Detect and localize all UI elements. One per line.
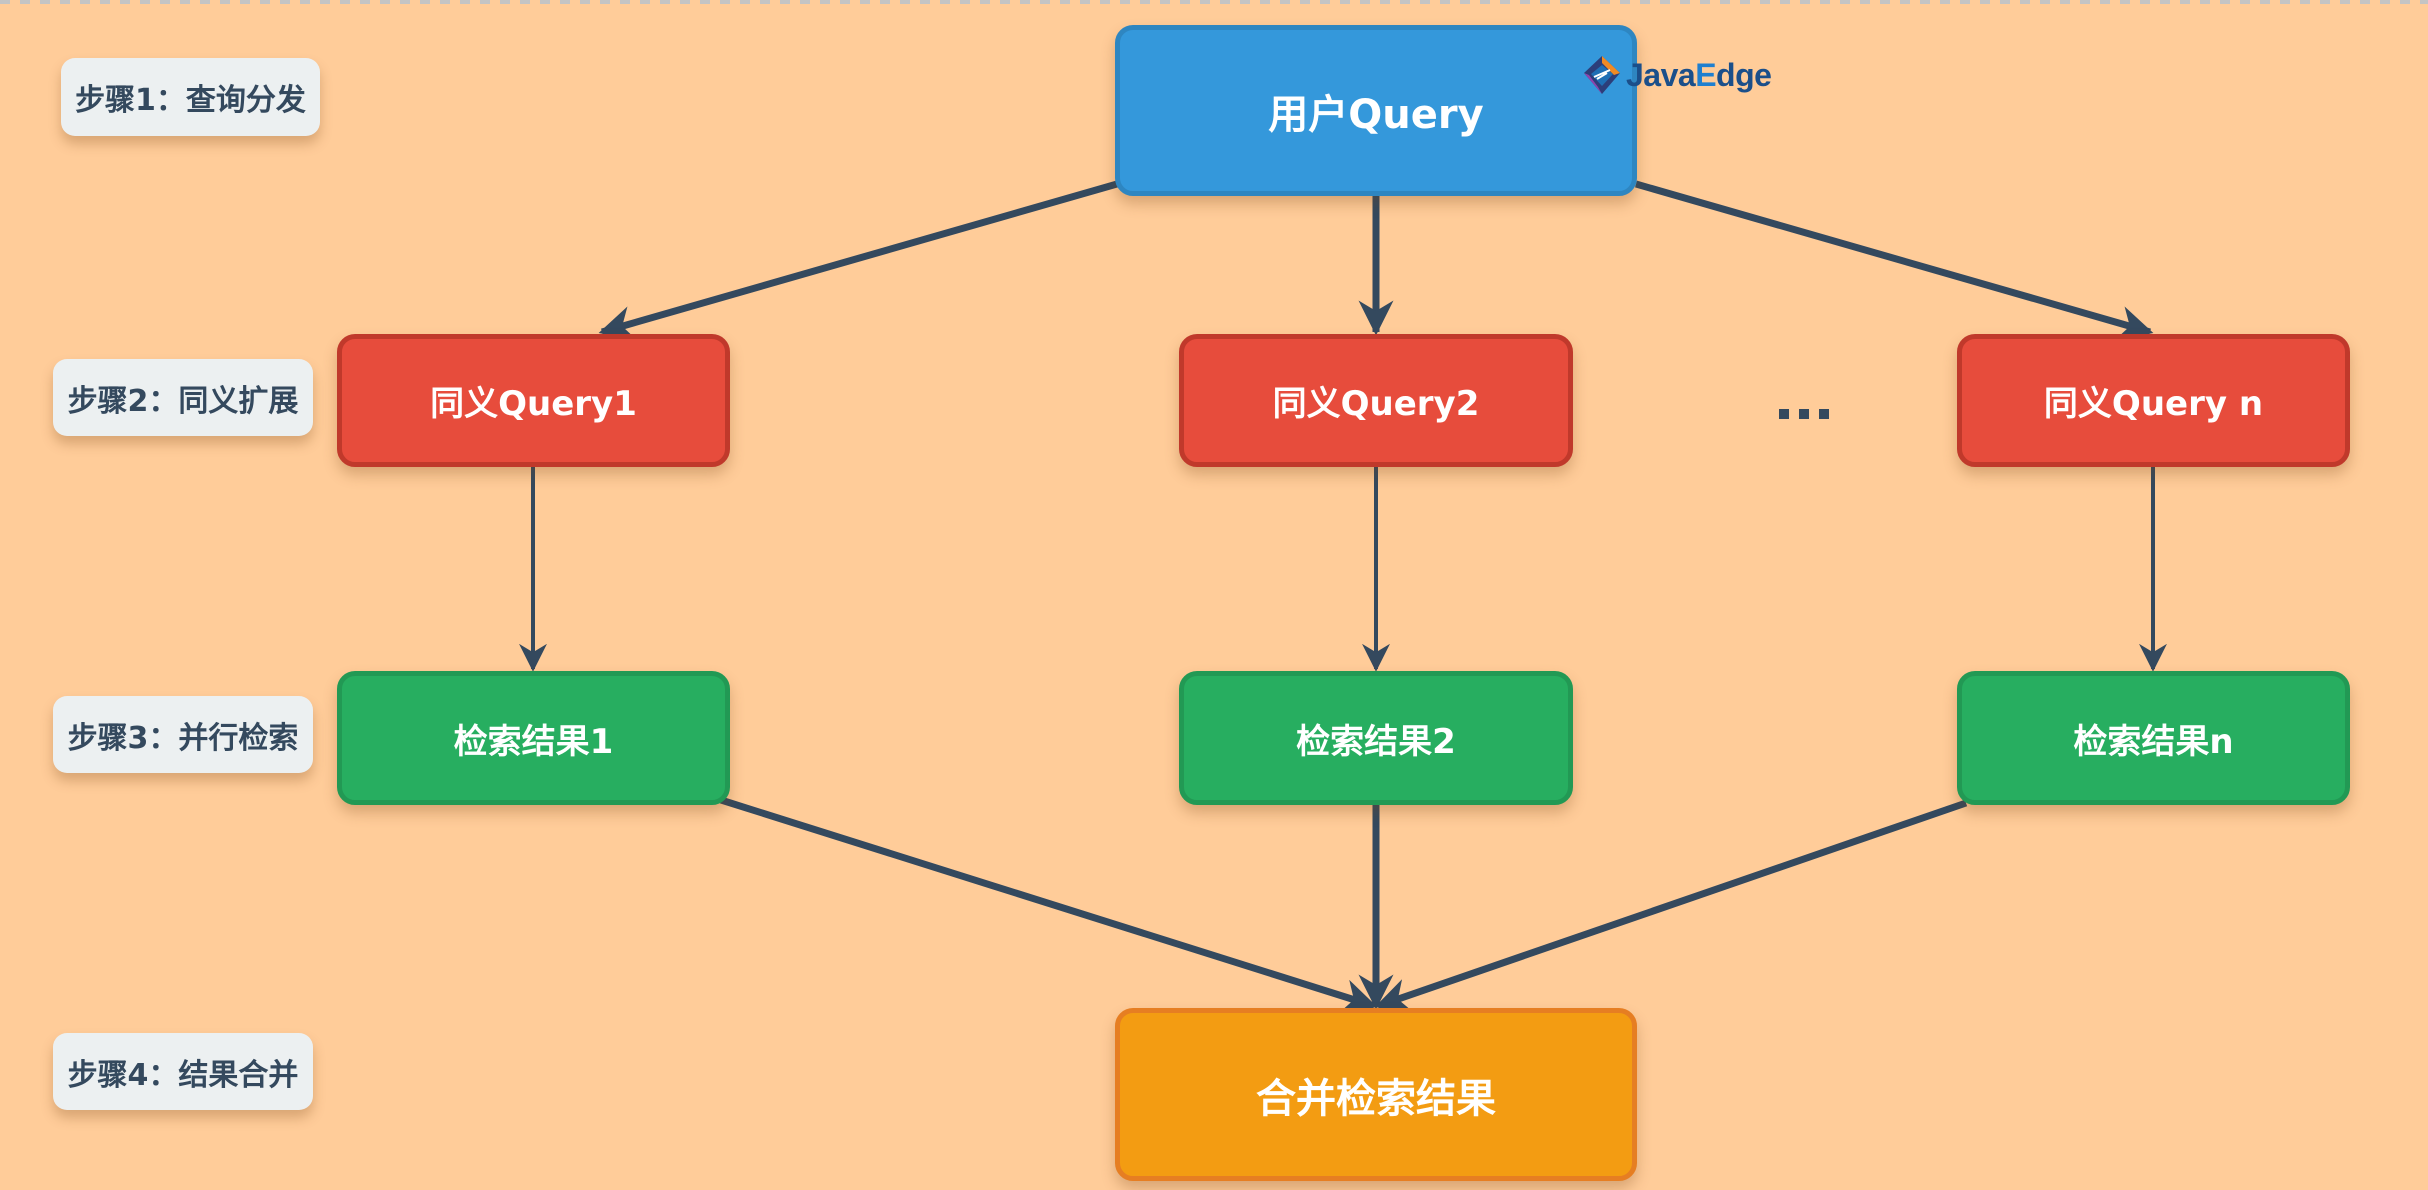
search-result-node-1: 检索结果1 (337, 671, 730, 805)
search-result-node-n: 检索结果n (1957, 671, 2350, 805)
logo-text-dge: dge (1716, 56, 1772, 93)
merged-results-node: 合并检索结果 (1115, 1008, 1637, 1181)
edge-user-to-synn (1635, 180, 2154, 341)
synonym-query-label: 同义Query n (2043, 384, 2264, 424)
user-query-node: 用户Query (1115, 25, 1637, 196)
edge-result1-to-merged (719, 796, 1378, 1014)
top-dashed-border (0, 0, 2428, 4)
step-label-1-text: 步骤1：查询分发 (75, 83, 306, 118)
search-result-node-2: 检索结果2 (1179, 671, 1573, 805)
search-result-label: 检索结果1 (453, 721, 614, 762)
user-query-label: 用户Query (1268, 91, 1484, 138)
ellipsis-dot (1799, 409, 1809, 419)
step-label-4-text: 步骤4：结果合并 (67, 1057, 299, 1093)
synonym-query-node-n: 同义Query n (1957, 334, 2350, 467)
javaedge-watermark: JavaEdge (1580, 52, 1772, 98)
search-result-label: 检索结果n (2073, 721, 2234, 762)
ellipsis-dot (1779, 409, 1789, 419)
step-label-2-text: 步骤2：同义扩展 (67, 383, 299, 419)
synonym-query-node-1: 同义Query1 (337, 334, 730, 467)
edge-user-to-syn1 (598, 180, 1118, 341)
ellipsis-indicator (1779, 407, 1829, 421)
step-label-3-text: 步骤3：并行检索 (67, 720, 299, 756)
logo-text-e: E (1695, 56, 1717, 93)
step-label-2: 步骤2：同义扩展 (53, 359, 313, 436)
javaedge-logo-text: JavaEdge (1626, 56, 1772, 94)
synonym-query-label: 同义Query2 (1272, 384, 1480, 424)
merged-results-label: 合并检索结果 (1256, 1075, 1496, 1122)
synonym-query-label: 同义Query1 (430, 384, 637, 424)
search-result-label: 检索结果2 (1296, 721, 1456, 762)
step-label-4: 步骤4：结果合并 (53, 1033, 313, 1110)
javaedge-logo-icon (1584, 56, 1620, 94)
step-label-3: 步骤3：并行检索 (53, 696, 313, 773)
edge-resultn-to-merged (1374, 799, 1968, 1013)
synonym-query-node-2: 同义Query2 (1179, 334, 1573, 467)
logo-text-java: Java (1626, 56, 1696, 93)
ellipsis-dot (1819, 409, 1829, 419)
step-label-1: 步骤1：查询分发 (61, 58, 320, 136)
